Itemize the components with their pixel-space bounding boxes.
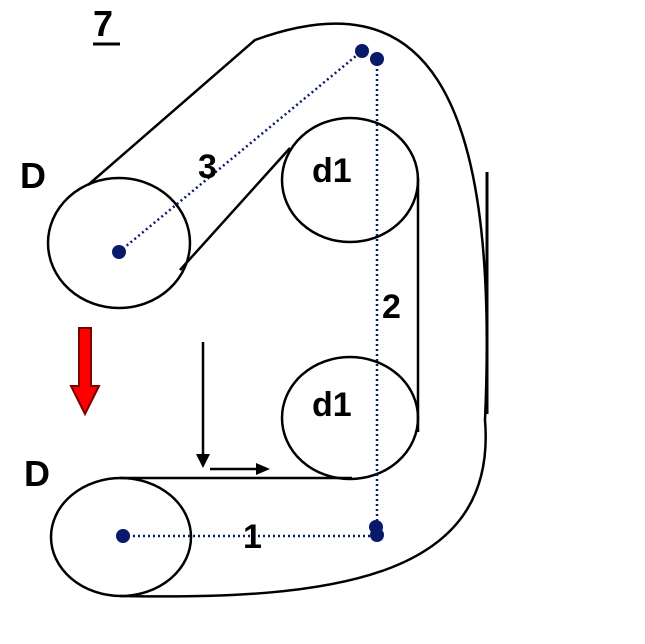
label-upper-left-pulley: D <box>20 155 46 196</box>
center-point-bottom-right-b <box>370 528 384 542</box>
center-point-top-b <box>370 52 384 66</box>
right-arrow-icon <box>210 463 270 475</box>
pulley-upper-left <box>46 176 192 310</box>
center-point-top-a <box>355 44 369 58</box>
label-segment-2: 2 <box>382 288 401 326</box>
pulley-upper-right <box>280 116 420 244</box>
label-segment-3: 3 <box>198 148 217 186</box>
pulley-lower-left <box>49 476 193 598</box>
center-point-upper-left <box>112 245 126 259</box>
outer-belt <box>87 22 489 598</box>
label-lower-right-pulley: d1 <box>312 386 352 424</box>
belt-diagonal-inner <box>179 147 291 271</box>
pulley-lower-right <box>280 355 420 481</box>
down-arrow-icon <box>196 342 210 468</box>
figure-number: 7 <box>93 3 113 44</box>
center-point-lower-left <box>116 529 130 543</box>
label-lower-left-pulley: D <box>24 453 50 494</box>
label-upper-right-pulley: d1 <box>312 152 352 190</box>
label-segment-1: 1 <box>243 518 262 556</box>
red-down-arrow-icon <box>69 327 101 417</box>
